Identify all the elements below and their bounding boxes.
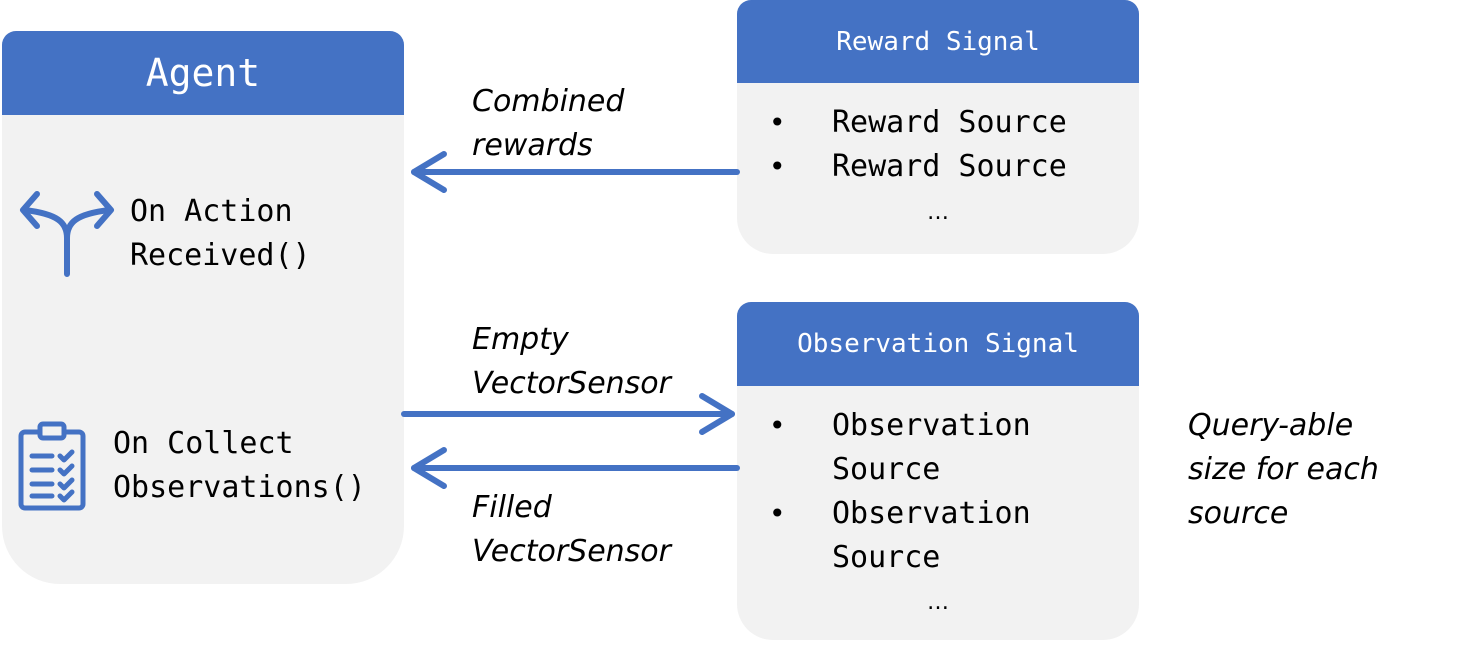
list-item: • Observation Source bbox=[737, 492, 1139, 580]
bullet: • bbox=[769, 150, 786, 183]
list-item: • Observation Source bbox=[737, 404, 1139, 492]
split-arrow-icon bbox=[20, 191, 114, 277]
empty-vector-sensor-label: Empty VectorSensor bbox=[472, 322, 671, 401]
reward-source-label: Reward Source bbox=[832, 105, 1067, 140]
filled-vector-sensor-label: Filled VectorSensor bbox=[472, 490, 671, 569]
combined-rewards-arrow bbox=[411, 151, 740, 193]
clipboard-checklist-icon bbox=[18, 421, 86, 511]
reward-signal-panel: Reward Signal • Reward Source • Reward Sou… bbox=[737, 0, 1139, 254]
observation-signal-panel: Observation Signal • Observation Source •… bbox=[737, 302, 1139, 640]
observation-source-list: • Observation Source • Observation Source bbox=[737, 404, 1139, 580]
reward-ellipsis: … bbox=[927, 200, 949, 225]
bullet: • bbox=[769, 409, 786, 442]
observation-ellipsis: … bbox=[927, 590, 949, 615]
combined-rewards-label: Combined rewards bbox=[472, 84, 625, 163]
observation-source-label: Observation Source bbox=[832, 496, 1031, 575]
filled-vector-sensor-arrow bbox=[411, 447, 740, 489]
reward-source-label: Reward Source bbox=[832, 149, 1067, 184]
on-collect-observations-label: On Collect Observations() bbox=[113, 426, 366, 505]
on-action-received-label: On Action Received() bbox=[130, 194, 311, 273]
query-able-size-note: Query-able size for each source bbox=[1188, 408, 1379, 531]
list-item: • Reward Source bbox=[737, 101, 1139, 145]
empty-vector-sensor-arrow bbox=[401, 393, 735, 435]
reward-source-list: • Reward Source • Reward Source bbox=[737, 101, 1139, 189]
bullet: • bbox=[769, 106, 786, 139]
reward-signal-title: Reward Signal bbox=[737, 0, 1139, 83]
agent-title: Agent bbox=[2, 31, 404, 115]
list-item: • Reward Source bbox=[737, 145, 1139, 189]
bullet: • bbox=[769, 497, 786, 530]
observation-source-label: Observation Source bbox=[832, 408, 1031, 487]
observation-signal-title: Observation Signal bbox=[737, 302, 1139, 386]
